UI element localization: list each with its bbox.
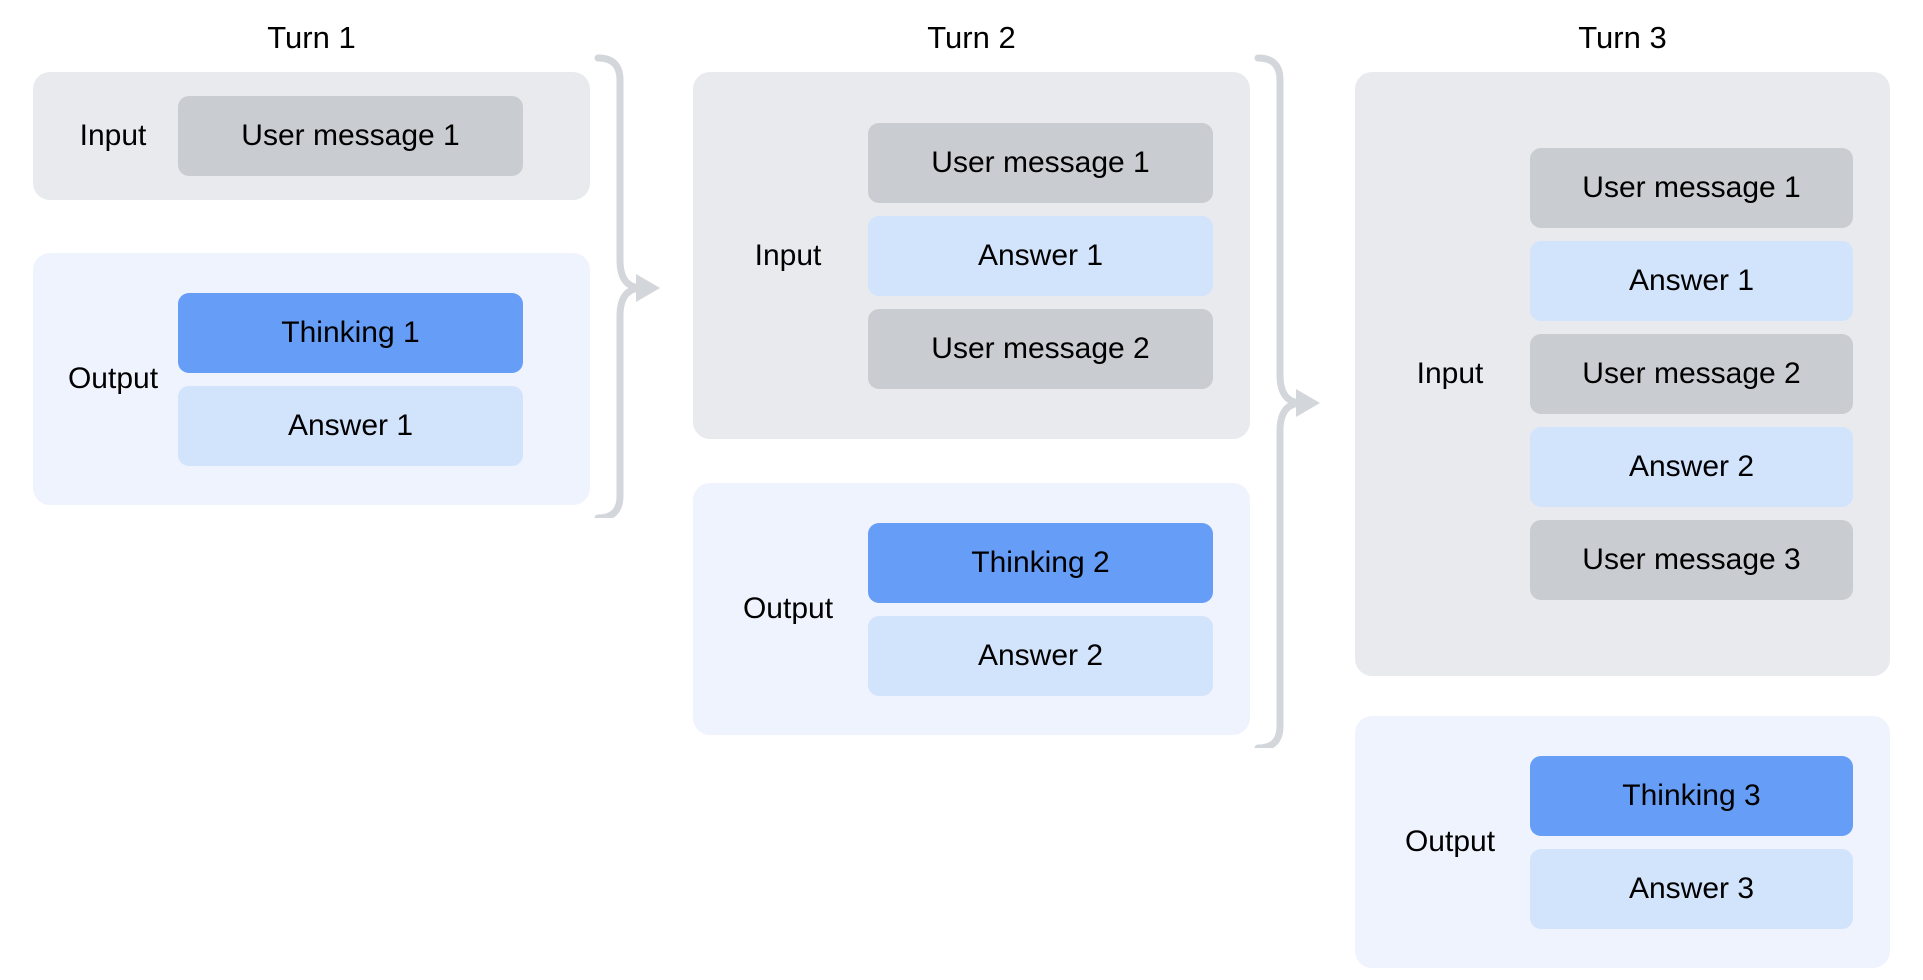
turn-2-input-group: Input User message 1 Answer 1 User messa…	[693, 72, 1250, 439]
turn-1-input-chip-list: User message 1	[178, 96, 523, 176]
turn-3-output-group: Output Thinking 3 Answer 3	[1355, 716, 1890, 968]
chip-user-message: User message 2	[868, 308, 1213, 389]
turn-1-input-label: Input	[79, 119, 147, 152]
chip-thinking: Thinking 2	[868, 522, 1213, 603]
chip-answer: Answer 2	[1530, 427, 1853, 507]
chip-answer: Answer 1	[178, 385, 523, 466]
chip-thinking: Thinking 1	[178, 292, 523, 373]
brace-arrow-right-icon	[1254, 54, 1320, 752]
chip-user-message: User message 2	[1530, 334, 1853, 414]
turn-3-title: Turn 3	[1578, 20, 1667, 55]
turn-2-output-group: Output Thinking 2 Answer 2	[693, 483, 1250, 735]
turn-3-input-label: Input	[1416, 357, 1484, 390]
turn-1-output-group: Output Thinking 1 Answer 1	[33, 253, 590, 505]
chip-user-message: User message 1	[178, 96, 523, 176]
turn-2-input-label: Input	[754, 238, 822, 272]
brace-arrow-right-icon	[594, 54, 660, 522]
chip-answer: Answer 1	[1530, 241, 1853, 321]
turn-3-output-chip-list: Thinking 3 Answer 3	[1530, 755, 1853, 929]
turn-3-output-label: Output	[1404, 825, 1496, 858]
turn-1-title: Turn 1	[267, 20, 356, 55]
connector-turn-1-to-turn-2	[588, 48, 668, 522]
turn-3-input-chip-list: User message 1 Answer 1 User message 2 A…	[1530, 148, 1853, 600]
chip-user-message: User message 1	[1530, 148, 1853, 228]
chip-answer: Answer 3	[1530, 848, 1853, 929]
turn-1-input-group: Input User message 1	[33, 72, 590, 200]
turn-1-output-chip-list: Thinking 1 Answer 1	[178, 292, 523, 466]
chip-user-message: User message 1	[868, 122, 1213, 203]
chip-user-message: User message 3	[1530, 520, 1853, 600]
connector-turn-2-to-turn-3	[1248, 48, 1328, 752]
chip-thinking: Thinking 3	[1530, 755, 1853, 836]
turn-2-output-label: Output	[742, 592, 834, 625]
chip-answer: Answer 2	[868, 615, 1213, 696]
turn-2-output-chip-list: Thinking 2 Answer 2	[868, 522, 1213, 696]
turn-2-title: Turn 2	[927, 20, 1016, 55]
chip-answer: Answer 1	[868, 215, 1213, 296]
turn-2-input-chip-list: User message 1 Answer 1 User message 2	[868, 122, 1213, 389]
turn-1-output-label: Output	[67, 362, 159, 395]
turn-3-input-group: Input User message 1 Answer 1 User messa…	[1355, 72, 1890, 676]
